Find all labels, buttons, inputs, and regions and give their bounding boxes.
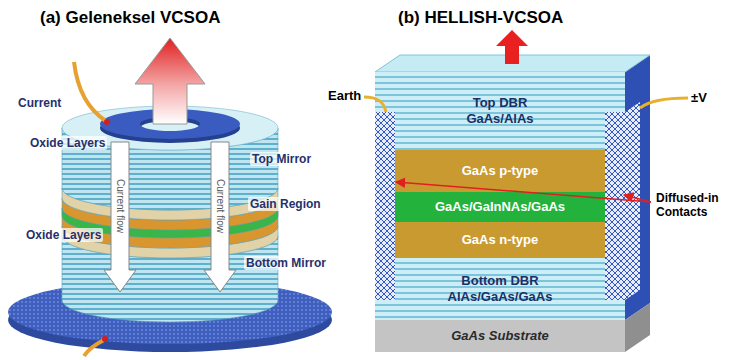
panel-title: (a) Geleneksel VCSOA bbox=[40, 8, 220, 28]
layer-band: Top DBR GaAs/AlAs bbox=[397, 72, 603, 150]
earth-wire bbox=[364, 97, 386, 112]
output-light-arrow bbox=[135, 38, 205, 124]
layer-band: GaAs/GaInNAs/GaAs bbox=[397, 192, 603, 222]
layer-label: Top DBR GaAs/AlAs bbox=[454, 95, 546, 126]
part-label: Earth bbox=[328, 88, 361, 104]
layer-label: GaAs n-type bbox=[462, 232, 539, 248]
output-light-arrow bbox=[496, 30, 528, 64]
current-wire bbox=[74, 62, 110, 125]
flow-label: Current flow bbox=[115, 179, 125, 233]
part-label: Current bbox=[16, 96, 63, 110]
diffused-contact bbox=[375, 112, 395, 300]
layer-band: GaAs n-type bbox=[397, 222, 603, 258]
layer-band: Bottom DBR AlAs/GaAs/GaAs bbox=[397, 258, 603, 320]
layer-band: GaAs Substrate bbox=[397, 320, 603, 352]
bias-wire bbox=[640, 98, 688, 108]
layer-label: GaAs Substrate bbox=[451, 328, 549, 344]
panel-title: (b) HELLISH-VCSOA bbox=[398, 8, 563, 28]
substrate-side bbox=[625, 303, 650, 352]
layer-label: Bottom DBR AlAs/GaAs/GaAs bbox=[444, 273, 556, 304]
part-label: Top Mirror bbox=[250, 152, 313, 166]
contact-pointer bbox=[624, 195, 651, 202]
current-flow-arrow bbox=[204, 142, 236, 292]
layer-fills bbox=[375, 222, 625, 258]
diffused-contact bbox=[605, 112, 625, 300]
part-label: Oxide Layers bbox=[28, 136, 107, 150]
part-label: Gain Region bbox=[248, 197, 323, 211]
layer-fills bbox=[375, 258, 625, 320]
flow-label: Current flow bbox=[215, 179, 225, 233]
layer-fills bbox=[375, 72, 625, 150]
part-label: Oxide Layers bbox=[24, 228, 103, 242]
diffused-contact bbox=[375, 102, 640, 300]
layer-label: GaAs p-type bbox=[462, 163, 539, 179]
bottom-wire bbox=[84, 336, 108, 356]
layer-fills bbox=[375, 320, 625, 352]
part-label: Diffused-in Contacts bbox=[656, 192, 732, 220]
layer-fills bbox=[375, 72, 625, 352]
layer-label: GaAs/GaInNAs/GaAs bbox=[435, 199, 565, 215]
side-face bbox=[625, 55, 650, 320]
bottom-wire bbox=[84, 340, 104, 356]
layer-fills bbox=[375, 150, 625, 192]
contact-pointer bbox=[396, 182, 651, 202]
current-wire bbox=[104, 119, 110, 125]
part-label: Bottom Mirror bbox=[244, 256, 328, 270]
current-wire bbox=[74, 62, 106, 121]
bottom-wire bbox=[102, 336, 108, 342]
part-label: ±V bbox=[691, 90, 707, 106]
layer-band: GaAs p-type bbox=[397, 150, 603, 192]
current-flow-arrow bbox=[104, 142, 136, 292]
